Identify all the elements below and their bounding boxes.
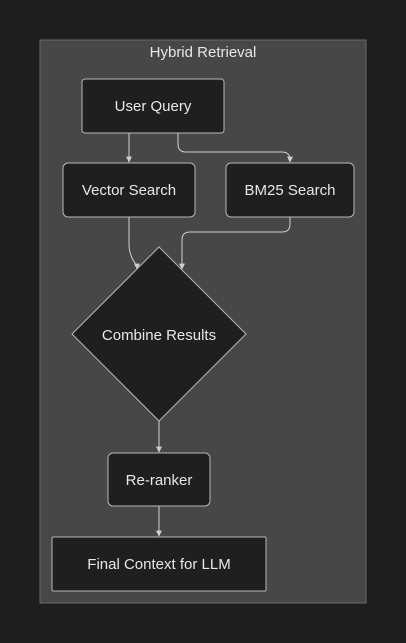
node-bm25-search-label: BM25 Search [245, 182, 336, 199]
node-combine-results: Combine Results [71, 246, 247, 422]
node-final-context: Final Context for LLM [51, 536, 267, 592]
edge-query-to-bm25 [177, 133, 293, 163]
node-final-context-label: Final Context for LLM [87, 556, 230, 573]
node-reranker: Re-ranker [107, 452, 211, 507]
node-bm25-search: BM25 Search [225, 162, 355, 218]
node-user-query: User Query [81, 78, 225, 134]
edge-bm25-to-combine [179, 217, 291, 270]
node-user-query-label: User Query [115, 98, 192, 115]
node-vector-search-label: Vector Search [82, 182, 176, 199]
edge-vector-to-combine [128, 217, 140, 270]
cluster-title: Hybrid Retrieval [150, 44, 257, 61]
node-vector-search: Vector Search [62, 162, 196, 218]
node-reranker-label: Re-ranker [126, 472, 193, 489]
node-combine-results-label: Combine Results [102, 327, 216, 344]
